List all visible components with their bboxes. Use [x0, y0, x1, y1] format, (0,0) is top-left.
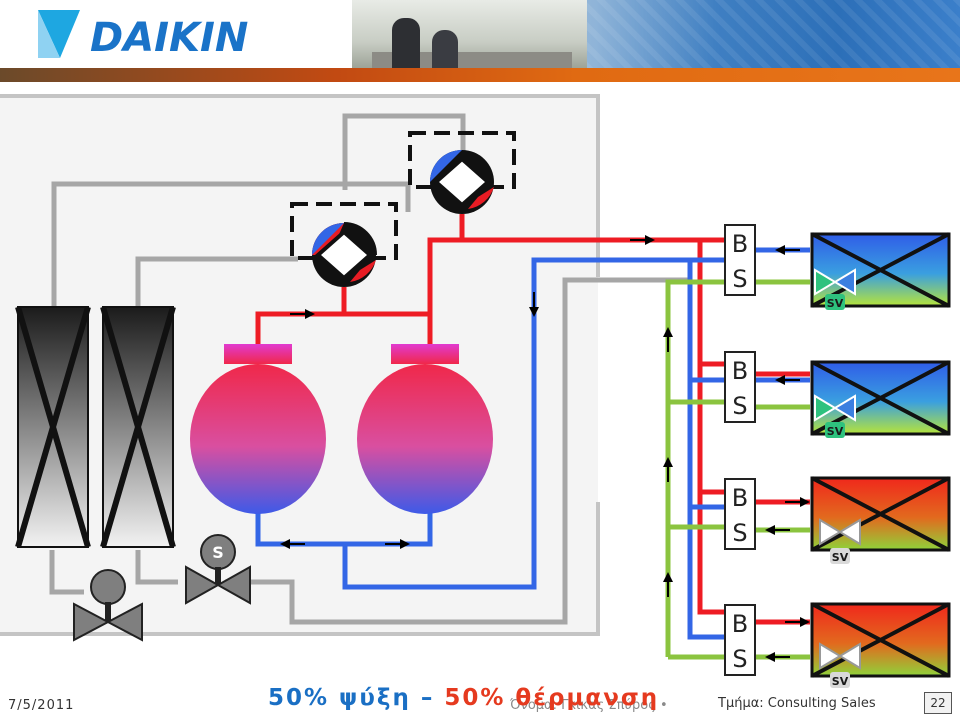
bs-unit-2-s: S: [732, 392, 747, 420]
footer-author: Όνομα: Γκίκας Σπύρος •: [510, 698, 668, 713]
grey-pipes: [49, 113, 690, 625]
bs-unit-3-b: B: [732, 484, 748, 512]
bs-unit-1-s: S: [732, 265, 747, 293]
bs-unit-1-b: B: [732, 230, 748, 258]
sv-valve-4: SV: [819, 642, 861, 688]
compressor-tank-2: [357, 344, 493, 514]
solenoid-valve-label: S: [212, 543, 224, 562]
bs-unit-3: B S: [724, 478, 756, 550]
brand-text: DAIKIN: [90, 15, 248, 61]
sv-valve-2-label: SV: [827, 425, 844, 438]
sv-valve-1: SV: [814, 268, 856, 310]
green-pipes: [665, 279, 810, 660]
bs-unit-2-b: B: [732, 357, 748, 385]
compressor-tank-1: [190, 344, 326, 514]
daikin-logo: DAIKIN: [38, 10, 248, 61]
solenoid-valve: S: [185, 534, 251, 605]
sv-valve-3-label: SV: [832, 551, 849, 564]
slide-header: DAIKIN: [0, 0, 960, 70]
bs-unit-2: B S: [724, 351, 756, 423]
footer-date: 7/5/2011: [8, 698, 75, 713]
caption-heating: 50% θέρμανση: [444, 685, 660, 711]
sv-valve-2: SV: [814, 394, 856, 438]
four-way-valve-2: [408, 131, 516, 214]
slide-footer: 7/5/2011 Όνομα: Γκίκας Σπύρος • 50% ψύξη…: [0, 685, 960, 717]
page-number: 22: [924, 692, 952, 714]
condenser-coils: [15, 306, 176, 548]
indoor-unit-4-heating: [810, 602, 951, 678]
four-way-valve-1: [290, 202, 398, 287]
red-pipes: [255, 214, 810, 625]
bs-unit-4: B S: [724, 604, 756, 676]
expansion-valve-1: [73, 569, 143, 642]
vrv-heat-recovery-diagram: S B S B S B S B S: [0, 94, 951, 688]
header-photo: [352, 0, 960, 70]
caption-cooling: 50% ψύξη –: [268, 685, 435, 711]
indoor-unit-2-cooling: [810, 360, 951, 436]
sv-valve-4-label: SV: [832, 675, 849, 688]
footer-department: Τμήμα: Consulting Sales: [718, 696, 876, 711]
bs-unit-4-b: B: [732, 610, 748, 638]
header-band: [0, 68, 960, 82]
sv-valve-3: SV: [819, 518, 861, 564]
footer-caption: 50% ψύξη – 50% θέρμανση: [268, 685, 659, 711]
bs-unit-3-s: S: [732, 519, 747, 547]
indoor-unit-3-heating: [810, 476, 951, 552]
sv-valve-1-label: SV: [827, 297, 844, 310]
bs-unit-4-s: S: [732, 645, 747, 673]
bs-unit-1: B S: [724, 224, 756, 296]
